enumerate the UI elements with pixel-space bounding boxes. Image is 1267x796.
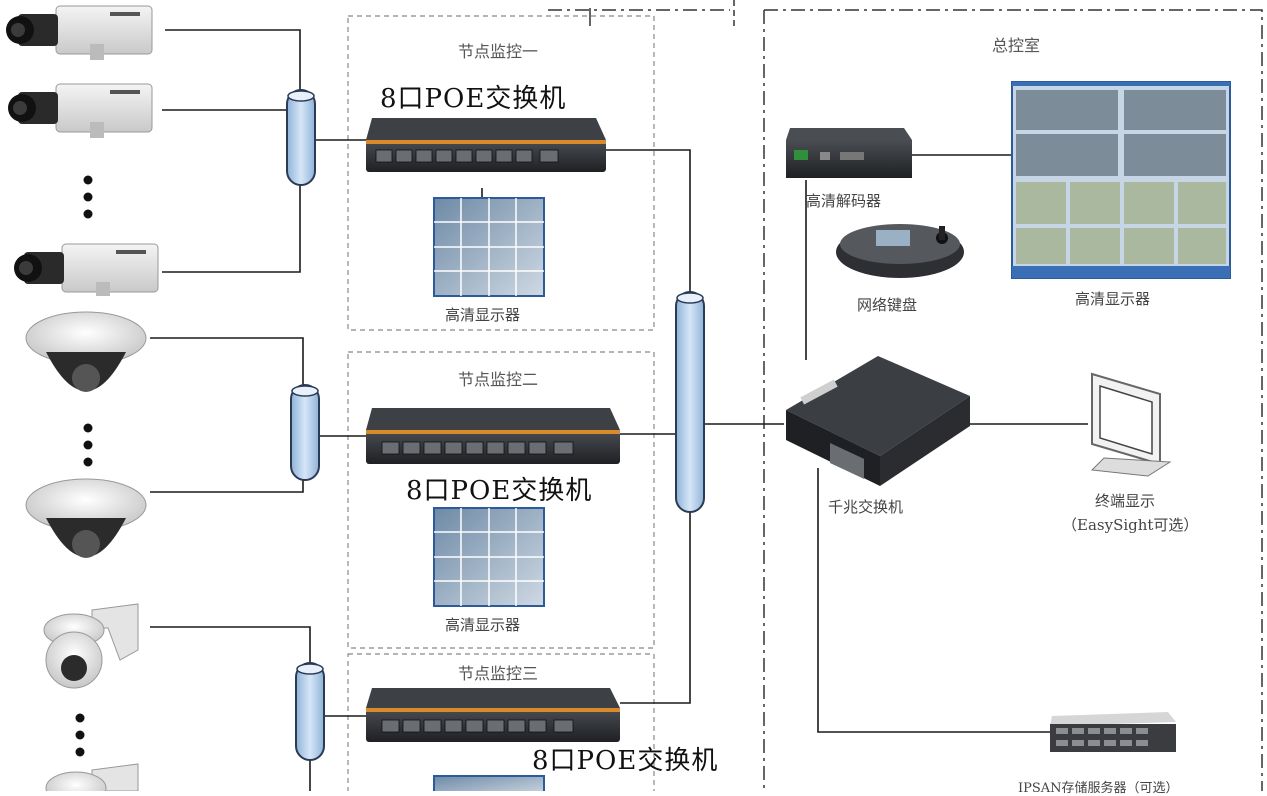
terminal-note: （EasySight可选） bbox=[1062, 516, 1199, 534]
speed-dome-camera-1 bbox=[43, 603, 139, 689]
node-title-3: 节点监控三 bbox=[458, 664, 539, 683]
ellipsis-dots-1 bbox=[83, 175, 93, 219]
box-camera-1 bbox=[6, 5, 153, 60]
network-keyboard bbox=[836, 224, 964, 278]
poe-switch-label-1: 8口POE交换机 bbox=[380, 84, 567, 114]
storage-server bbox=[1050, 712, 1176, 752]
node-monitor-3 bbox=[433, 775, 545, 796]
terminal-label: 终端显示 bbox=[1095, 492, 1156, 510]
poe-switch-2 bbox=[366, 408, 620, 464]
hd-decoder bbox=[786, 128, 912, 178]
node-monitor-label-2: 高清显示器 bbox=[445, 616, 521, 634]
box-camera-2 bbox=[8, 83, 153, 138]
tube-group-1 bbox=[286, 89, 316, 186]
node-title-1: 节点监控一 bbox=[458, 42, 539, 61]
ellipsis-dots-2 bbox=[83, 423, 93, 467]
ellipsis-dots-3 bbox=[75, 713, 85, 757]
storage-label: IPSAN存储服务器（可选） bbox=[1018, 781, 1179, 796]
tube-group-3 bbox=[295, 662, 325, 761]
poe-switch-label-2: 8口POE交换机 bbox=[406, 476, 593, 506]
decoder-label: 高清解码器 bbox=[806, 192, 882, 210]
poe-switch-1 bbox=[366, 118, 606, 172]
tube-trunk bbox=[675, 291, 705, 513]
dome-camera-1 bbox=[25, 311, 147, 392]
connection-lines bbox=[150, 29, 1088, 791]
node-monitor-1 bbox=[433, 197, 545, 297]
video-wall-display bbox=[1011, 81, 1231, 279]
terminal-monitor bbox=[1090, 372, 1172, 477]
node-box-3 bbox=[347, 653, 655, 796]
node-box-2 bbox=[347, 351, 655, 649]
poe-switch-3 bbox=[366, 688, 620, 742]
node-monitor-label-1: 高清显示器 bbox=[445, 306, 521, 324]
control-room-title: 总控室 bbox=[992, 36, 1041, 55]
node-box-1 bbox=[347, 15, 655, 331]
node-monitor-2 bbox=[433, 507, 545, 607]
gigabit-switch-label: 千兆交换机 bbox=[828, 498, 904, 516]
poe-switch-label-3: 8口POE交换机 bbox=[532, 746, 719, 776]
keyboard-label: 网络键盘 bbox=[857, 296, 918, 314]
video-wall-label: 高清显示器 bbox=[1075, 290, 1151, 308]
node-title-2: 节点监控二 bbox=[458, 370, 539, 389]
control-room-box bbox=[548, 0, 1263, 791]
gigabit-switch bbox=[786, 356, 970, 486]
dome-camera-2 bbox=[25, 478, 147, 558]
box-camera-3 bbox=[14, 243, 159, 296]
tube-group-2 bbox=[290, 384, 320, 481]
speed-dome-camera-2 bbox=[45, 763, 139, 796]
